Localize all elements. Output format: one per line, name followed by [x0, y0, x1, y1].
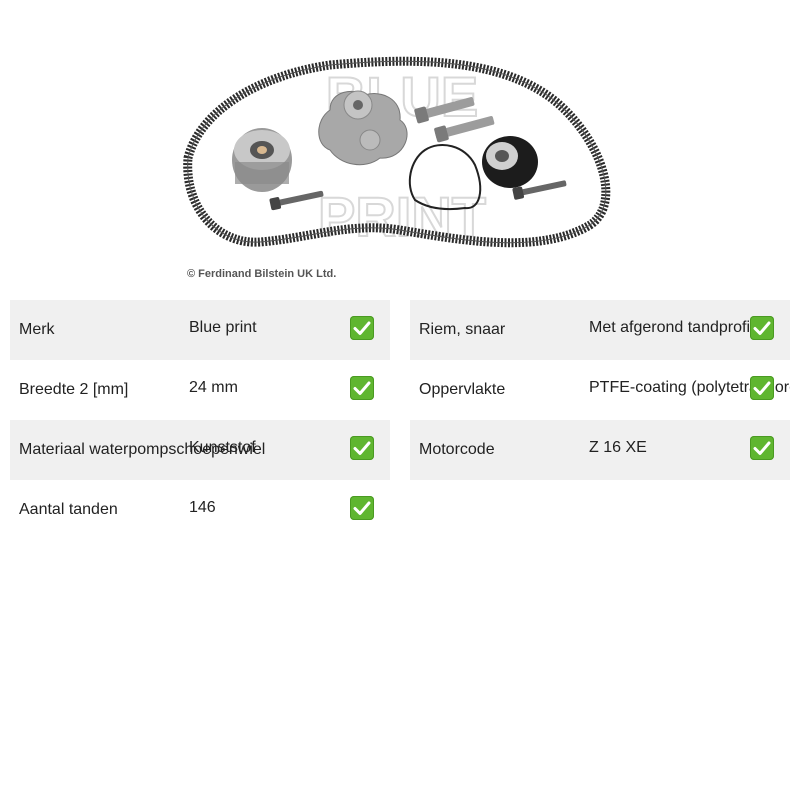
spec-table-left: Merk Blue print Breedte 2 [mm] 24 mm Mat…: [10, 300, 390, 540]
tensioner-pulley: [232, 128, 292, 192]
spec-row: Breedte 2 [mm] 24 mm: [10, 360, 390, 420]
spec-value: Met afgerond tandprofiel: [589, 319, 763, 336]
spec-label: Oppervlakte: [419, 381, 506, 398]
spec-row: Motorcode Z 16 XE: [410, 420, 790, 480]
spec-label: Breedte 2 [mm]: [19, 381, 129, 398]
spec-table-right: Riem, snaar Met afgerond tandprofiel Opp…: [410, 300, 790, 480]
spec-row: Oppervlakte PTFE-coating (polytetrafluor…: [410, 360, 790, 420]
spec-label: Aantal tanden: [19, 501, 118, 518]
spec-row: Materiaal waterpompschoepenwiel Kunststo…: [10, 420, 390, 480]
bolts: [269, 97, 567, 211]
check-mark-icon: [750, 376, 774, 400]
spec-row: Merk Blue print: [10, 300, 390, 360]
check-mark-icon: [350, 436, 374, 460]
idler-pulley: [482, 136, 538, 188]
product-image: BLUE PRINT: [180, 50, 625, 290]
spec-value: 24 mm: [189, 379, 238, 396]
spec-value: Blue print: [189, 319, 257, 336]
spec-value: PTFE-coating (polytetrafluorethyleen): [589, 379, 790, 396]
image-copyright: © Ferdinand Bilstein UK Ltd.: [187, 268, 337, 280]
check-mark-icon: [750, 316, 774, 340]
spec-value: 146: [189, 499, 216, 516]
spec-label: Riem, snaar: [419, 321, 506, 338]
water-pump: [318, 90, 408, 166]
spec-row: Riem, snaar Met afgerond tandprofiel: [410, 300, 790, 360]
spec-label: Materiaal waterpompschoepenwiel: [19, 441, 266, 458]
check-mark-icon: [350, 316, 374, 340]
watermark-line-2: PRINT: [318, 185, 486, 248]
spec-value: Z 16 XE: [589, 439, 647, 456]
spec-row: Aantal tanden 146: [10, 480, 390, 540]
check-mark-icon: [750, 436, 774, 460]
spec-value: Kunststof: [189, 439, 256, 456]
pump-gasket: [408, 144, 482, 210]
spec-label: Merk: [19, 321, 55, 338]
check-mark-icon: [350, 376, 374, 400]
spec-label: Motorcode: [419, 441, 495, 458]
check-mark-icon: [350, 496, 374, 520]
